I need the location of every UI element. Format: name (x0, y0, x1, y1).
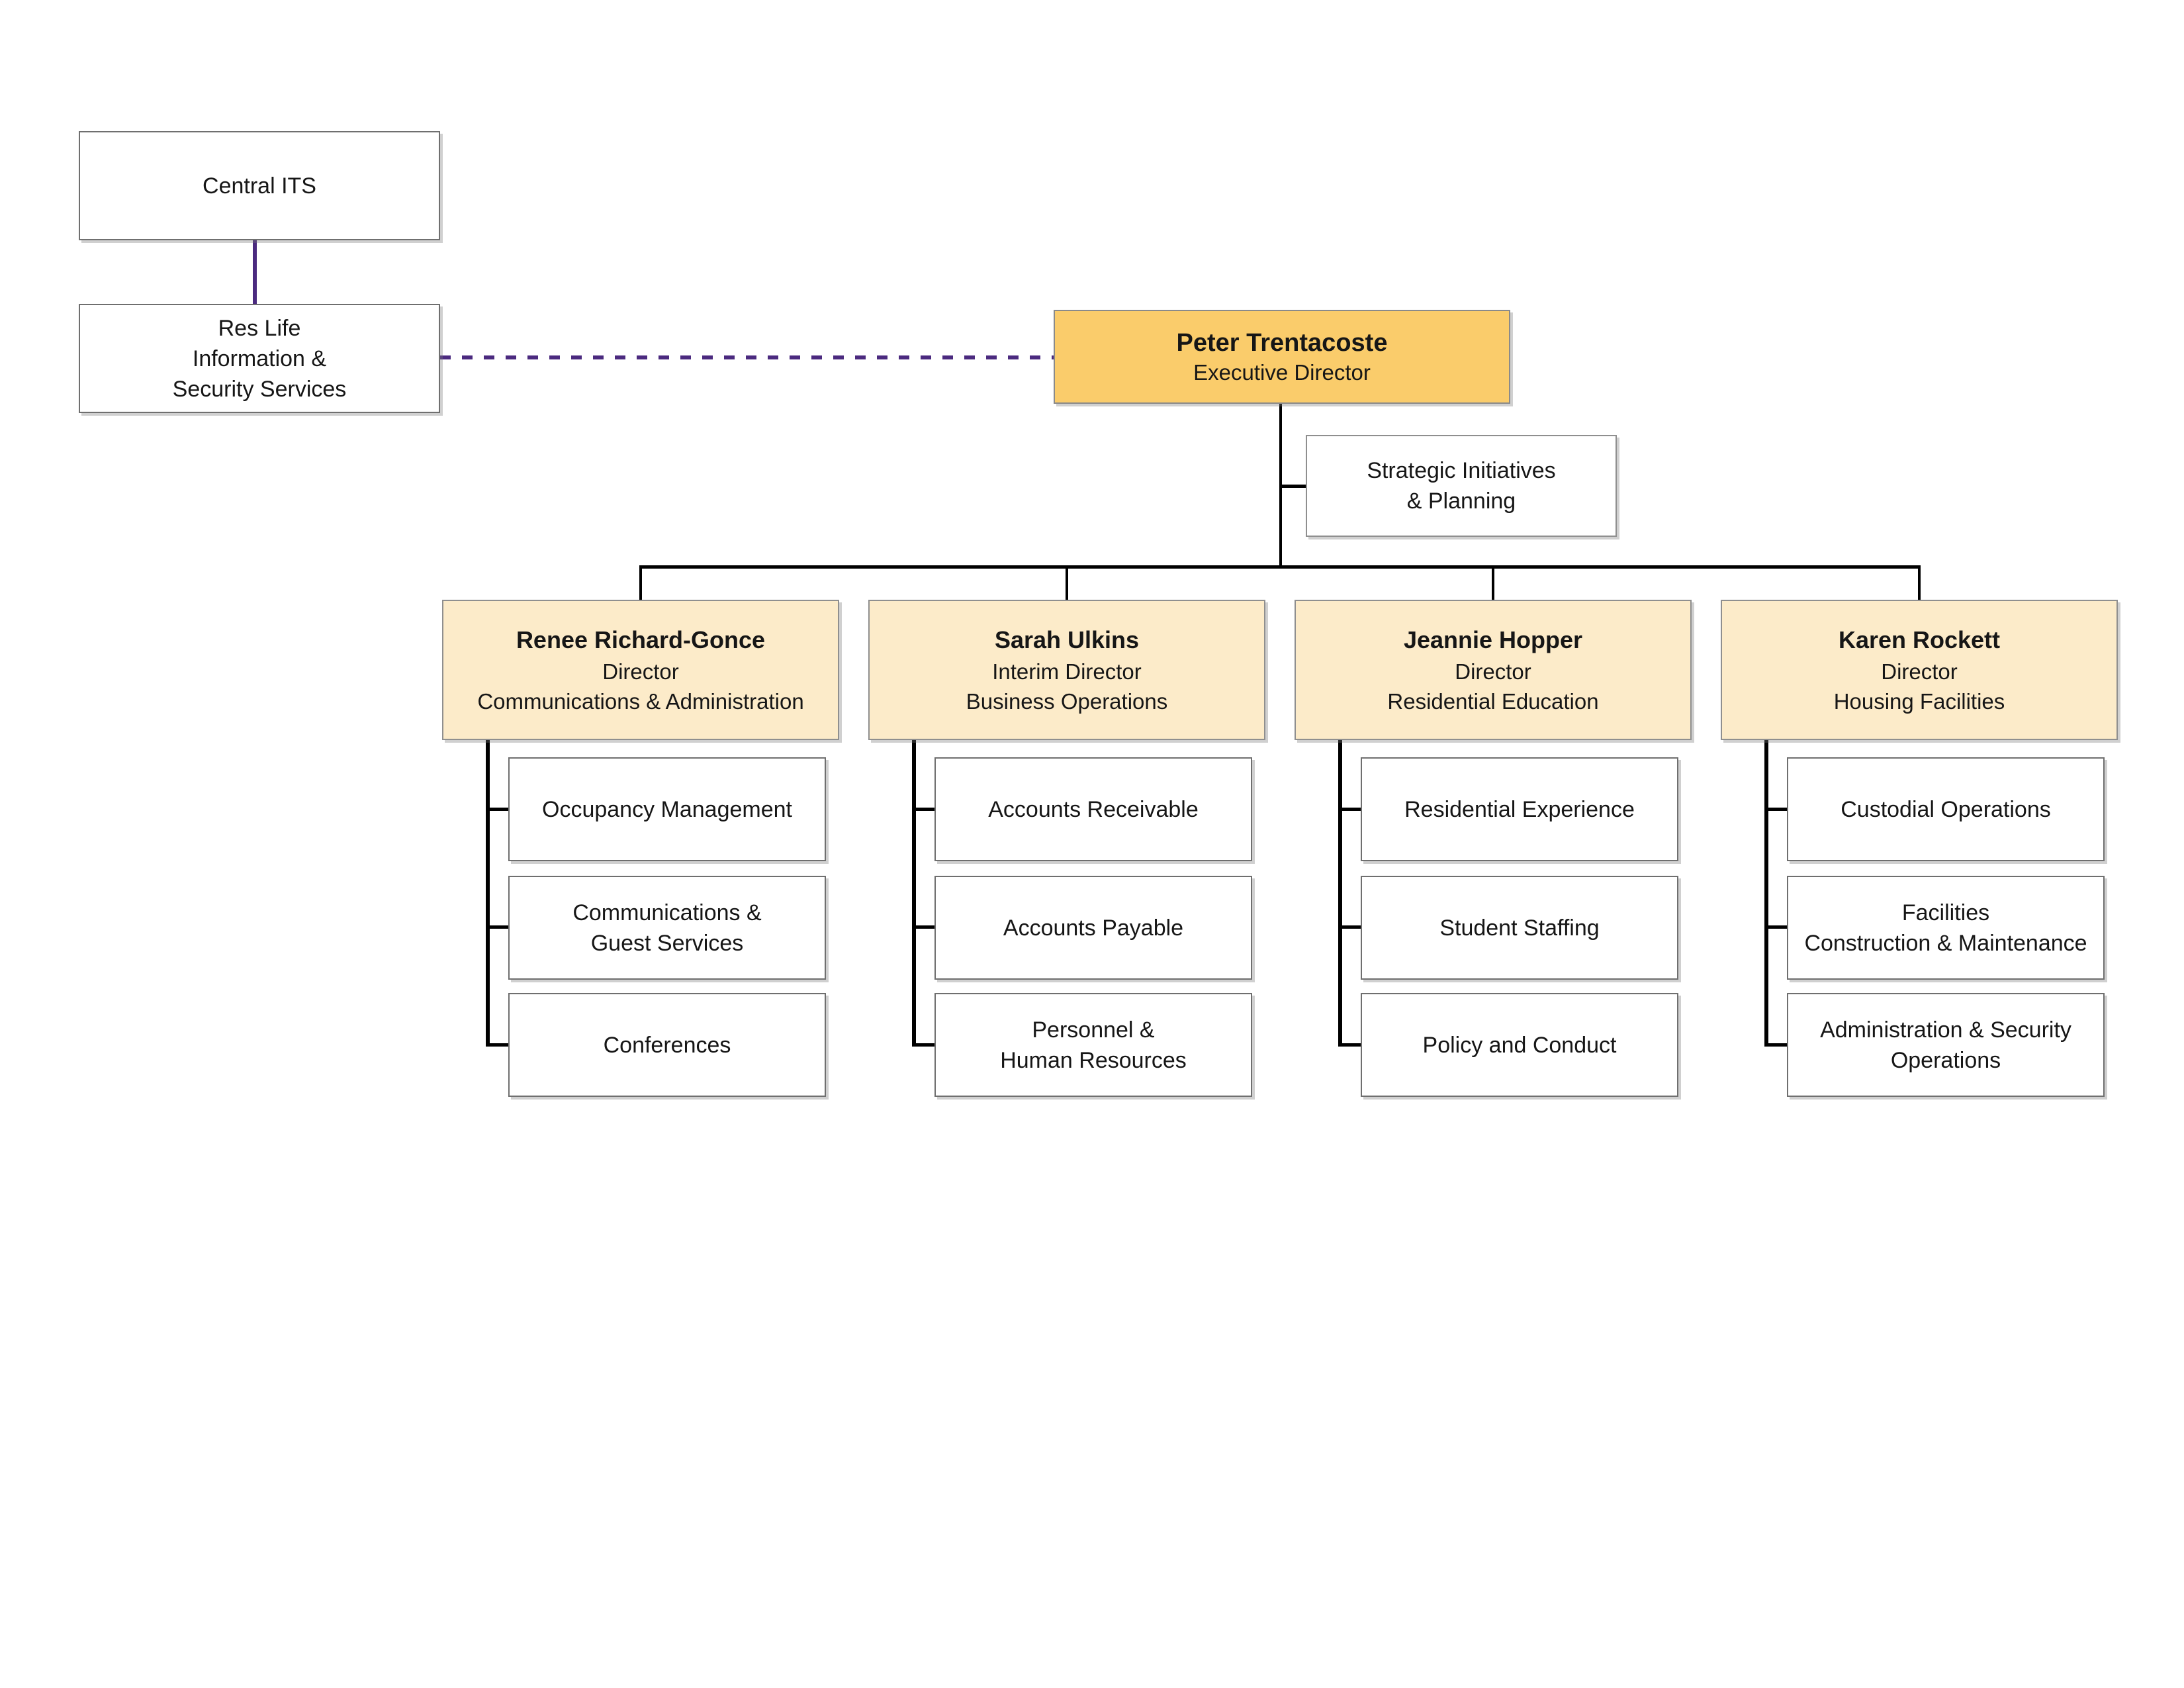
node-label: Accounts Receivable (988, 796, 1199, 822)
node-director-residential-education: Jeannie Hopper Director Residential Educ… (1295, 600, 1692, 740)
node-policy-and-conduct: Policy and Conduct (1361, 993, 1678, 1097)
connector-tick (1338, 925, 1365, 929)
person-dept: Residential Education (1387, 689, 1599, 714)
node-occupancy-management: Occupancy Management (508, 757, 826, 861)
connector-directors-rail (639, 565, 1921, 569)
node-label: Student Staffing (1439, 915, 1600, 941)
node-personnel-human-resources: Personnel & Human Resources (934, 993, 1252, 1097)
person-title: Interim Director (992, 659, 1142, 684)
node-director-business-operations: Sarah Ulkins Interim Director Business O… (868, 600, 1265, 740)
node-conferences: Conferences (508, 993, 826, 1097)
connector-tick (486, 808, 512, 811)
connector-tick (1764, 1043, 1791, 1047)
connector-tick (912, 1043, 938, 1047)
connector-dashed-reslife-executive (440, 355, 1054, 359)
node-label: Administration & Security Operations (1820, 1017, 2071, 1073)
node-director-communications-administration: Renee Richard-Gonce Director Communicati… (442, 600, 839, 740)
person-name: Sarah Ulkins (994, 626, 1140, 653)
person-name: Jeannie Hopper (1403, 626, 1583, 653)
node-executive-director: Peter Trentacoste Executive Director (1054, 310, 1510, 404)
connector-drop-jeannie (1492, 567, 1494, 600)
connector-strategic-tick (1281, 485, 1306, 488)
connector-drop-sarah (1066, 567, 1068, 600)
node-custodial-operations: Custodial Operations (1787, 757, 2105, 861)
node-label: Personnel & Human Resources (1000, 1017, 1187, 1073)
node-accounts-payable: Accounts Payable (934, 876, 1252, 980)
person-title: Director (602, 659, 679, 684)
connector-tick (486, 1043, 512, 1047)
node-strategic-initiatives-planning: Strategic Initiatives & Planning (1306, 435, 1617, 537)
node-label: Central ITS (203, 173, 316, 199)
connector-trunk-sarah (912, 739, 916, 1047)
connector-tick (486, 925, 512, 929)
node-label: Communications & Guest Services (572, 900, 762, 956)
person-name: Renee Richard-Gonce (516, 626, 766, 653)
person-dept: Business Operations (966, 689, 1168, 714)
node-res-life-information-security-services: Res Life Information & Security Services (79, 304, 440, 413)
person-name: Peter Trentacoste (1176, 329, 1388, 357)
node-label: Facilities Construction & Maintenance (1804, 900, 2087, 956)
connector-drop-karen (1918, 567, 1921, 600)
node-central-its: Central ITS (79, 131, 440, 240)
node-student-staffing: Student Staffing (1361, 876, 1678, 980)
node-residential-experience: Residential Experience (1361, 757, 1678, 861)
person-title: Director (1881, 659, 1958, 684)
node-label: Conferences (603, 1032, 731, 1058)
person-dept: Communications & Administration (477, 689, 804, 714)
node-label: Accounts Payable (1003, 915, 1184, 941)
node-label: Res Life Information & Security Services (172, 315, 347, 402)
node-label: Custodial Operations (1841, 796, 2051, 822)
connector-trunk-jeannie (1338, 739, 1342, 1047)
connector-tick (1338, 808, 1365, 811)
connector-centralits-reslife (253, 240, 257, 304)
connector-tick (1764, 808, 1791, 811)
connector-tick (912, 808, 938, 811)
node-label: Policy and Conduct (1422, 1032, 1617, 1058)
node-label: Residential Experience (1404, 796, 1635, 822)
node-administration-security-operations: Administration & Security Operations (1787, 993, 2105, 1097)
person-dept: Housing Facilities (1833, 689, 2005, 714)
node-facilities-construction-maintenance: Facilities Construction & Maintenance (1787, 876, 2105, 980)
connector-tick (912, 925, 938, 929)
connector-trunk-renee (486, 739, 490, 1047)
node-accounts-receivable: Accounts Receivable (934, 757, 1252, 861)
node-communications-guest-services: Communications & Guest Services (508, 876, 826, 980)
person-title: Director (1455, 659, 1531, 684)
person-title: Executive Director (1193, 360, 1371, 385)
connector-drop-renee (639, 567, 642, 600)
person-name: Karen Rockett (1838, 626, 2001, 653)
node-director-housing-facilities: Karen Rockett Director Housing Facilitie… (1721, 600, 2118, 740)
connector-tick (1764, 925, 1791, 929)
connector-trunk-karen (1764, 739, 1768, 1047)
node-label: Strategic Initiatives & Planning (1367, 458, 1556, 514)
node-label: Occupancy Management (542, 796, 792, 822)
connector-tick (1338, 1043, 1365, 1047)
